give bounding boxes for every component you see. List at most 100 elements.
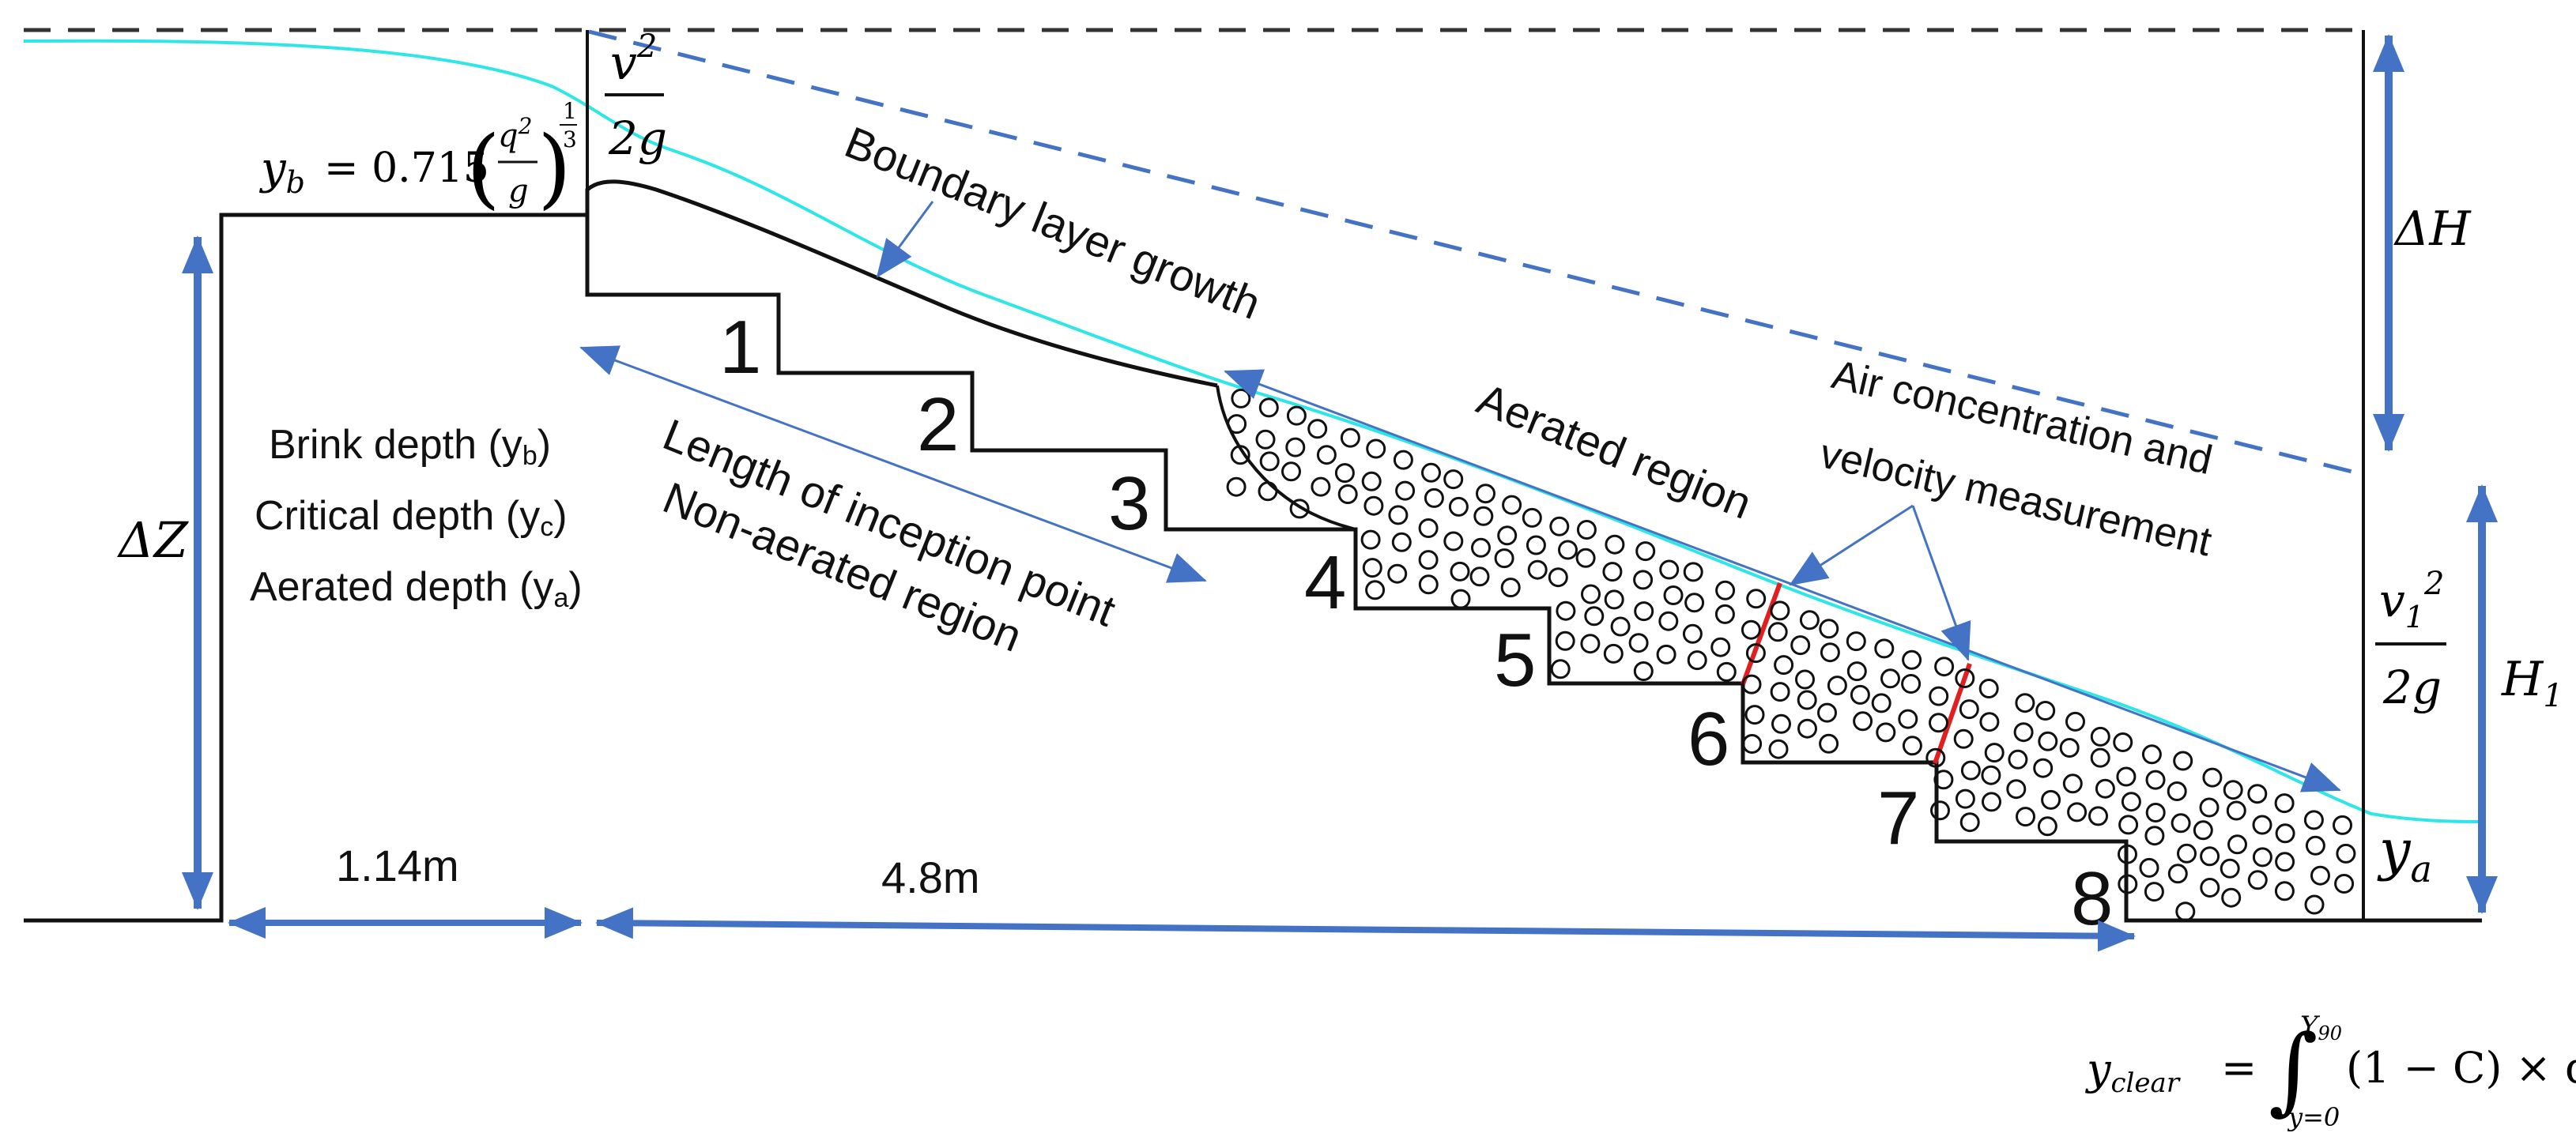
air-bubble <box>1307 419 1328 439</box>
svg-text:2g: 2g <box>2382 661 2442 714</box>
air-bubble <box>2252 815 2272 835</box>
svg-text:v2: v2 <box>610 28 657 91</box>
air-bubble <box>2227 834 2247 855</box>
air-bubble <box>2090 726 2110 747</box>
air-bubble <box>1605 534 1625 555</box>
air-bubble <box>1526 535 1546 555</box>
step-number-8: 8 <box>2071 856 2113 941</box>
air-bubble <box>1548 567 1568 588</box>
svg-text:(: ( <box>466 117 500 218</box>
air-bubble <box>1633 570 1654 590</box>
air-bubble <box>1628 633 1649 653</box>
air-bubble <box>1581 584 1601 604</box>
air-bubble <box>1984 743 2005 763</box>
air-bubble <box>1741 619 1761 640</box>
air-bubble <box>1443 531 1464 551</box>
air-bubble <box>1443 469 1464 490</box>
boundary-layer-pointer <box>876 201 934 278</box>
air-bubble <box>1770 600 1790 621</box>
air-bubble <box>1231 388 1251 408</box>
air-bubble <box>1387 563 1408 584</box>
air-bubble <box>2088 806 2108 826</box>
air-bubble <box>2303 810 2324 830</box>
air-bubble <box>1871 693 1891 713</box>
air-bubble <box>1450 561 1470 582</box>
length-1-14m-label: 1.14m <box>336 841 459 890</box>
air-bubble <box>2116 766 2137 787</box>
air-bubble <box>1959 812 1980 833</box>
air-bubble <box>2223 780 2243 800</box>
air-bubble <box>2275 823 2295 844</box>
air-bubble <box>1391 532 1412 552</box>
air-bubble <box>1978 679 1999 698</box>
air-bubble <box>1687 650 1707 671</box>
svg-text:= 0.715: = 0.715 <box>324 145 489 192</box>
air-bubble <box>1393 450 1413 470</box>
aerated-region-arrow <box>1224 369 2341 792</box>
air-bubble <box>1362 558 1382 578</box>
air-bubble <box>1953 728 1974 749</box>
aerated-depth-label: Aerated depth (ya) <box>250 564 583 613</box>
air-bubble <box>1799 610 1820 630</box>
measurement-pointer-1 <box>1789 504 1914 586</box>
air-bubble <box>2144 882 2164 902</box>
air-bubble <box>1797 690 1817 710</box>
svg-text:=: = <box>2221 1043 2257 1093</box>
air-bubble <box>2177 843 2197 864</box>
air-bubble <box>1424 487 1444 508</box>
h1-label: H1 <box>2501 652 2563 714</box>
air-bubble <box>1715 580 1736 600</box>
air-bubble <box>2193 820 2213 841</box>
air-bubble <box>2200 846 2220 867</box>
air-bubble <box>1633 661 1654 681</box>
air-bubble <box>1663 585 1684 605</box>
length-4-8m-label: 4.8m <box>881 853 980 902</box>
air-bubble <box>1880 668 1900 689</box>
air-bubble <box>1366 438 1386 459</box>
air-bubble <box>1959 699 1979 720</box>
air-bubble <box>2118 815 2139 835</box>
step-number-2: 2 <box>917 382 959 467</box>
brink-depth-label: Brink depth (yb) <box>269 422 551 471</box>
air-bubble <box>2118 844 2137 864</box>
air-bubble <box>2037 816 2057 837</box>
air-bubble <box>1418 518 1439 538</box>
svg-text:3: 3 <box>563 126 577 152</box>
air-bubble <box>2041 789 2061 810</box>
air-bubble <box>1819 619 1839 639</box>
step-number-1: 1 <box>719 305 761 390</box>
air-bubble <box>1522 507 1542 528</box>
air-bubble <box>1846 661 1867 682</box>
air-bubble <box>1494 548 1514 569</box>
air-bubble <box>2035 701 2056 721</box>
air-bubble <box>2062 773 2083 794</box>
air-bubble <box>1746 589 1767 609</box>
air-bubble <box>1286 405 1307 426</box>
air-bubble <box>2095 778 2115 799</box>
air-bubble <box>1576 520 1597 540</box>
velocity-head-equation: v2 2g <box>605 28 667 165</box>
air-bubble <box>1744 705 1765 725</box>
air-bubble <box>1337 484 1358 504</box>
air-bubble <box>2221 887 2242 908</box>
air-bubble <box>1853 711 1873 732</box>
air-bubble <box>1819 733 1839 754</box>
air-bubble <box>2173 751 2193 771</box>
air-bubble <box>1311 476 1331 497</box>
air-bubble <box>1450 589 1471 609</box>
air-bubble <box>1930 800 1950 821</box>
air-bubble <box>1502 495 1522 515</box>
air-bubble <box>2202 767 2223 788</box>
air-bubble <box>1634 601 1654 622</box>
air-bubble <box>2013 722 2034 743</box>
air-bubble <box>1285 437 1306 457</box>
air-bubble <box>2090 747 2110 768</box>
air-bubble <box>1635 541 1656 562</box>
air-bubble <box>1742 734 1763 754</box>
air-bubble <box>2336 843 2356 864</box>
air-bubble <box>1768 739 1789 759</box>
air-bubble <box>2305 835 2325 856</box>
air-bubble <box>1604 589 1624 610</box>
air-bubble <box>1365 580 1386 600</box>
